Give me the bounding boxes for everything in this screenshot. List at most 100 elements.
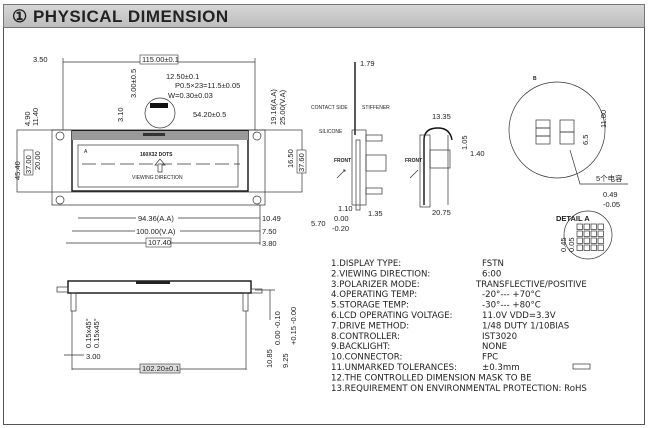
detail-a: DETAIL A 0.49 -0.05 0.45 0.05	[556, 190, 620, 260]
bottom-view: 0.15x45° 0.15x45° 3.00 102.20±0.1 10.85 …	[56, 280, 298, 374]
dim-label: 3.50	[33, 55, 48, 64]
dim-label: 13.35	[432, 112, 451, 121]
front-view: 3.50 115.00±0.1 12.50±0.1 P0.5×23=11.5±0…	[13, 54, 307, 248]
spec-label: 12.THE CONTROLLED DIMENSION MASK TO BE	[331, 373, 532, 383]
dim-label: 10.49	[262, 214, 281, 223]
spec-value: 1/48 DUTY 1/10BIAS	[482, 321, 569, 331]
dim-label: 54.20±0.5	[193, 110, 226, 119]
viewing-area	[77, 144, 239, 188]
pixel-dot	[576, 244, 583, 251]
dim-label: 1.10	[338, 204, 353, 213]
dim-label: 45.40	[13, 161, 22, 180]
dim-label: 0.00	[334, 214, 349, 223]
resolution-label: 160X32 DOTS	[140, 152, 173, 158]
spec-label: 8.CONTROLLER:	[331, 332, 400, 342]
pixel-dot	[597, 223, 604, 230]
side-view: 1.79 CONTACT SIDE STIFFENER SILICONE FRO…	[311, 59, 390, 233]
dim-label: 25.00(V.A)	[278, 89, 287, 125]
dim-label: 115.00±0.1	[142, 55, 179, 64]
front-label: FRONT	[334, 158, 351, 164]
spec-value: ±0.3mm	[482, 363, 520, 373]
spec-label: 5.STORAGE TEMP:	[331, 301, 409, 311]
spec-label: 3.POLARIZER MODE:	[331, 280, 420, 290]
dim-label: 3.00	[86, 352, 101, 361]
dim-label: 1.40	[470, 149, 485, 158]
pixel-dot	[590, 223, 597, 230]
dim-label: 3.00±0.5	[129, 69, 138, 98]
pixel-dot	[576, 223, 583, 230]
spec-value: FSTN	[482, 259, 504, 269]
drawing-frame	[3, 28, 645, 425]
mount-hole	[252, 195, 262, 205]
pixel-dot	[597, 244, 604, 251]
mount-hole	[55, 195, 65, 205]
dim-label: 0.49	[603, 190, 618, 199]
chamfer-label: 0.15x45°	[92, 318, 101, 348]
contact-side-label: CONTACT SIDE	[311, 105, 348, 111]
dim-label: 20.75	[432, 208, 451, 217]
pixel-dot	[583, 223, 590, 230]
pixel-dot	[590, 230, 597, 237]
dim-label: 19.16(A.A)	[269, 89, 278, 125]
pixel-dot	[583, 237, 590, 244]
pixel-dot	[597, 230, 604, 237]
spec-label: 9.BACKLIGHT:	[331, 342, 390, 352]
dim-label: 100.00(V.A)	[136, 227, 176, 236]
viewing-direction-arrow-icon	[154, 158, 166, 173]
dim-label: 37.00	[24, 155, 33, 174]
spec-label: 10.CONNECTOR:	[331, 353, 402, 363]
dim-label: 3.10	[116, 107, 125, 122]
silicone-label: SILICONE	[319, 129, 343, 135]
pixel-dot	[590, 244, 597, 251]
pixel-dot	[583, 244, 590, 251]
detail-a-label: DETAIL A	[556, 214, 590, 223]
spec-value: -30°--- +80°C	[482, 301, 541, 311]
detail-b-circle	[144, 97, 176, 129]
dim-label: 10.85	[265, 349, 274, 368]
front-label: FRONT	[405, 158, 422, 164]
spec-value: FPC	[482, 353, 498, 363]
spec-label: 11.UNMARKED TOLERANCES:	[331, 363, 457, 373]
dim-label: 5.70	[311, 219, 326, 228]
dim-label: 3.80	[262, 239, 277, 248]
dim-label: 102.20±0.1	[142, 364, 179, 373]
spec-label: 13.REQUIREMENT ON ENVIRONMENTAL PROTECTI…	[331, 384, 587, 394]
controlled-dimension-mask-symbol	[572, 363, 591, 370]
dim-label: 20.00	[33, 151, 42, 170]
stiffener-label: STIFFENER	[362, 105, 390, 111]
bent-fpc-view: 13.35 1.05 1.40 FRONT 20.75	[405, 112, 485, 217]
spec-value: -20°--- +70°C	[482, 290, 541, 300]
dim-label: 9.25	[281, 353, 290, 368]
spec-value: 11.0V VDD=3.3V	[482, 311, 556, 321]
dim-label: 7.50	[262, 227, 277, 236]
dim-label: 6.5	[581, 135, 590, 145]
dim-label: W=0.30±0.03	[168, 91, 213, 100]
pixel-dot	[576, 237, 583, 244]
dim-tolerance: 0.00 -0.10	[273, 311, 282, 345]
detail-b: B 11.80 6.5 5个电容	[508, 76, 628, 185]
dim-label: 16.50	[286, 149, 295, 168]
module-outline	[51, 129, 266, 206]
detail-a-marker: A	[84, 149, 88, 155]
section-title: ① PHYSICAL DIMENSION	[12, 7, 229, 26]
spec-label: 1.DISPLAY TYPE:	[331, 259, 401, 269]
section-header: ① PHYSICAL DIMENSION	[3, 4, 645, 28]
dim-label: P0.5×23=11.5±0.05	[175, 81, 240, 90]
spec-label: 4.OPERATING TEMP:	[331, 290, 417, 300]
dim-label: 94.36(A.A)	[138, 214, 174, 223]
detail-b-label: B	[533, 76, 537, 82]
spec-label: 2.VIEWING DIRECTION:	[331, 269, 430, 279]
dim-label: -0.20	[332, 224, 349, 233]
fpc-pads	[143, 133, 165, 136]
chamfer-label: 0.15x45°	[84, 318, 93, 348]
spec-label: 6.LCD OPERATING VOLTAGE:	[331, 311, 453, 321]
pixel-dot	[583, 230, 590, 237]
dim-label: 1.79	[360, 59, 375, 68]
pixel-dot	[590, 237, 597, 244]
spec-value: TRANSFLECTIVE/POSITIVE	[475, 280, 587, 290]
dim-label: 12.50±0.1	[166, 72, 199, 81]
spec-value: IST3020	[482, 332, 517, 342]
dim-label: 1.05	[460, 135, 469, 150]
viewing-direction-label: VIEWING DIRECTION	[132, 175, 183, 181]
